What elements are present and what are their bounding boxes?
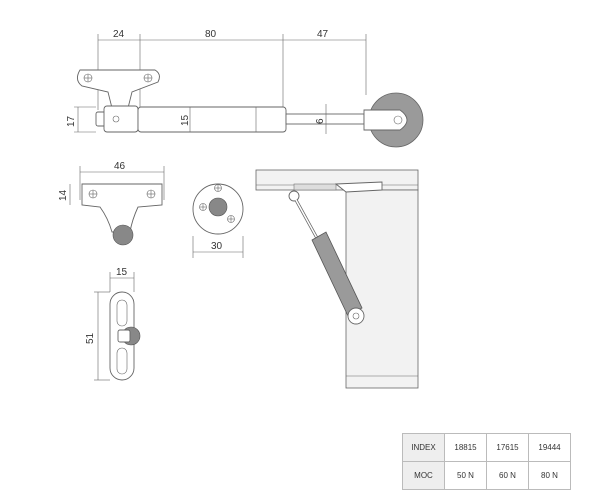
- dim-top-47: 47: [317, 29, 329, 40]
- plate-bracket-view: 46 14: [58, 161, 165, 246]
- table-cell: 17615: [486, 433, 529, 462]
- disc-bracket-view: 30: [192, 183, 244, 258]
- spec-table: INDEX 18815 17615 19444 MOC 50 N 60 N 80…: [402, 433, 571, 490]
- dim-plate-14: 14: [58, 189, 69, 201]
- slotted-bracket-view: 15 51: [85, 267, 141, 381]
- dim-slot-15: 15: [116, 267, 128, 278]
- table-cell: 19444: [528, 433, 571, 462]
- table-header-moc: MOC: [402, 461, 445, 490]
- dim-top-24: 24: [113, 29, 125, 40]
- dim-height-17: 17: [66, 115, 77, 127]
- installation-view: [255, 169, 419, 389]
- dim-body-15: 15: [180, 114, 191, 126]
- dim-rod-6: 6: [315, 118, 326, 124]
- table-cell: 18815: [444, 433, 487, 462]
- table-cell: 80 N: [528, 461, 571, 490]
- gas-strut-side-view: 24 80 47 17 15 6: [66, 29, 424, 148]
- table-cell: 60 N: [486, 461, 529, 490]
- table-row: INDEX 18815 17615 19444: [402, 433, 571, 462]
- dim-top-80: 80: [205, 29, 217, 40]
- table-row: MOC 50 N 60 N 80 N: [402, 461, 571, 490]
- table-cell: 50 N: [444, 461, 487, 490]
- table-header-index: INDEX: [402, 433, 445, 462]
- dim-disc-30: 30: [211, 241, 223, 252]
- dim-slot-51: 51: [85, 332, 96, 344]
- dim-plate-46: 46: [114, 161, 126, 172]
